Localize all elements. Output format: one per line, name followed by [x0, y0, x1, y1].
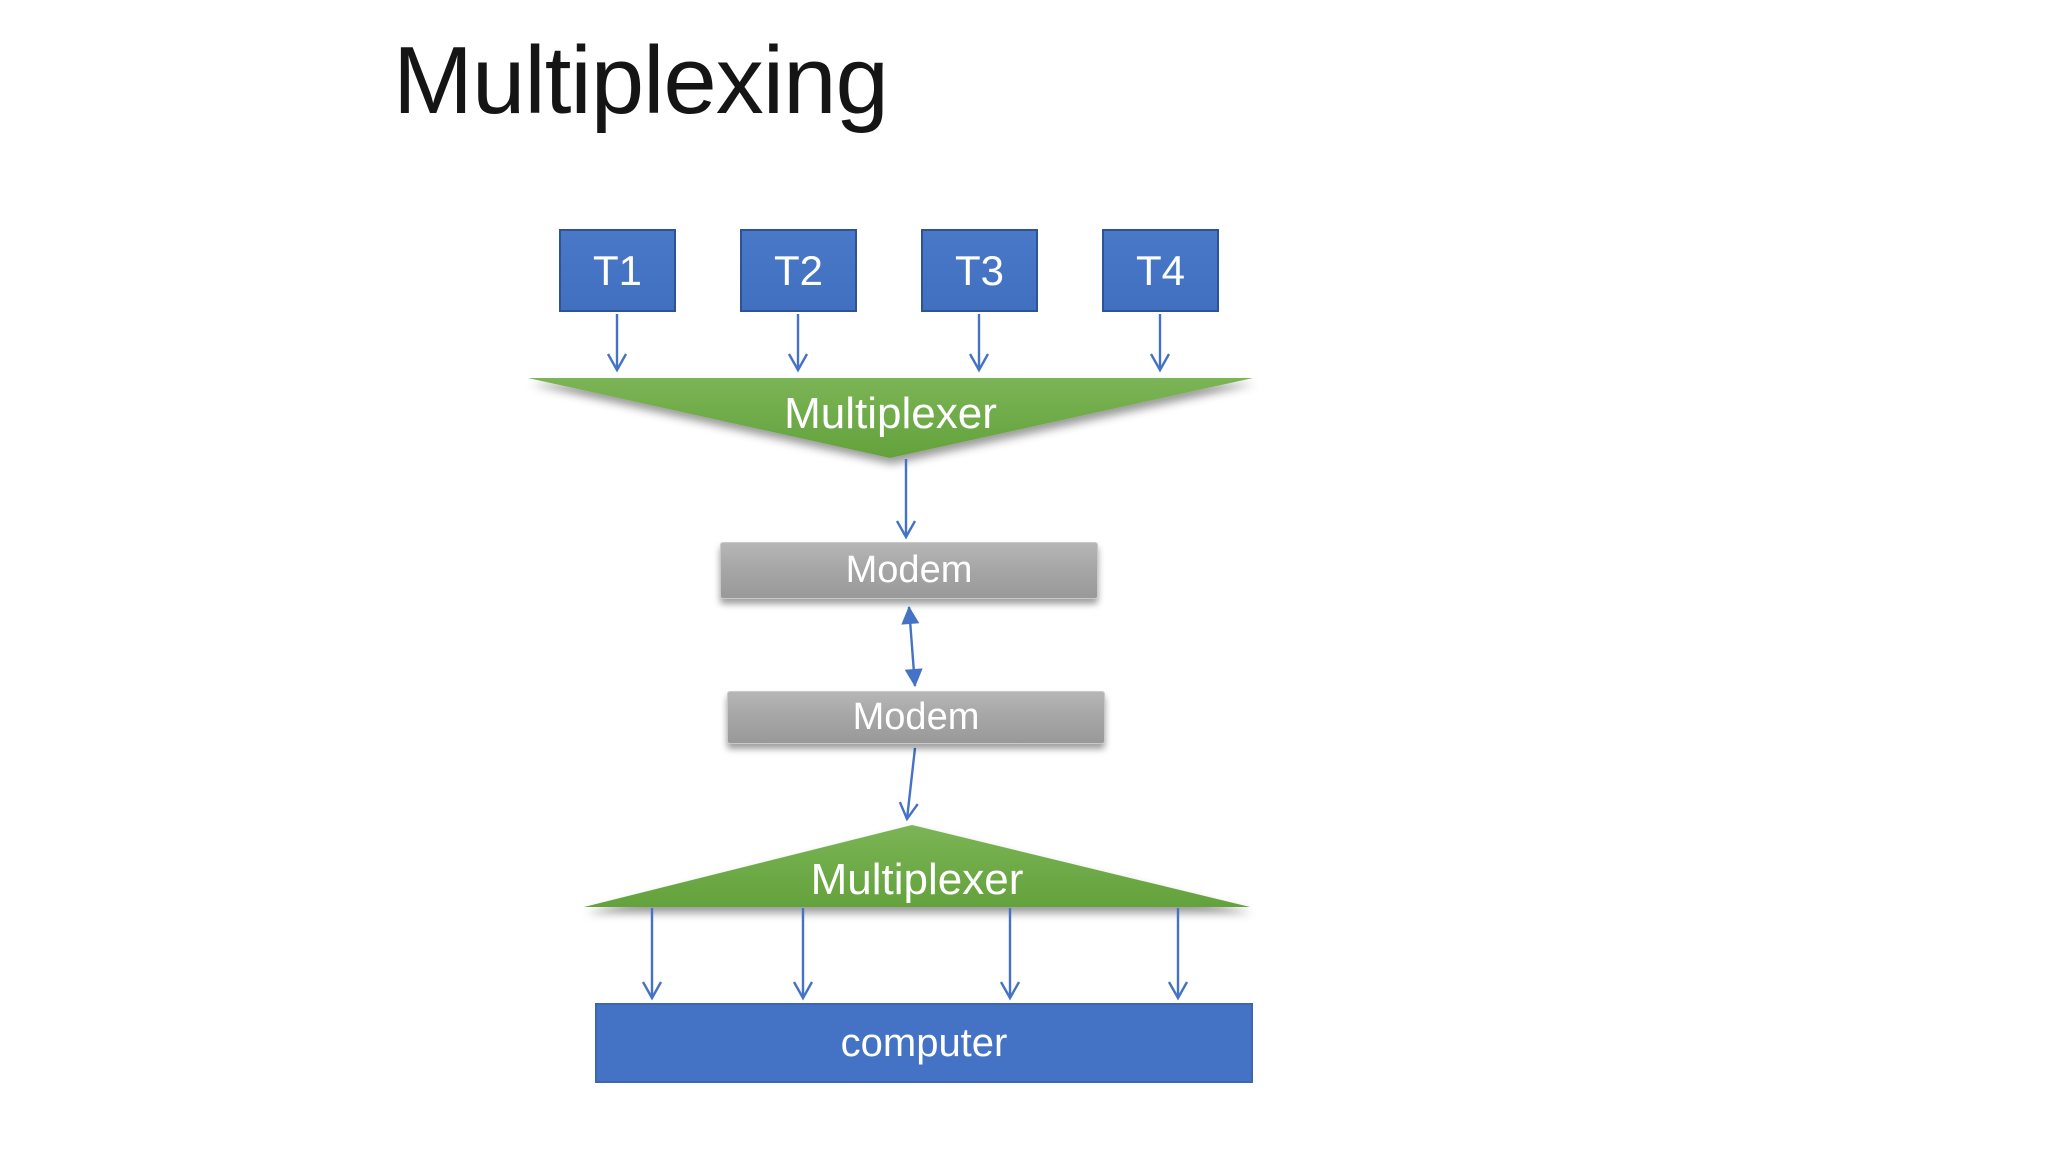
terminal-label-t1: T1 — [592, 246, 642, 294]
terminal-box-t4: T4 — [1102, 229, 1219, 312]
modem-top-label: Modem — [845, 549, 973, 591]
terminal-label-t4: T4 — [1135, 246, 1185, 294]
modem-bottom-label: Modem — [852, 696, 980, 738]
terminal-label-t2: T2 — [773, 246, 823, 294]
arrow-modem-bottom-to-multiplexer-bottom — [898, 747, 919, 822]
terminal-label-t3: T3 — [954, 246, 1004, 294]
modem-top-box: Modem — [720, 542, 1098, 599]
computer-label: computer — [840, 1020, 1008, 1065]
multiplexer-bottom-shape — [584, 825, 1250, 907]
modem-bottom-box: Modem — [727, 691, 1105, 744]
multiplexer-top-shape — [528, 378, 1253, 458]
arrow-modem-top-modem-bottom — [901, 606, 923, 687]
slide-title: Multiplexing — [393, 27, 889, 134]
terminal-box-t2: T2 — [740, 229, 857, 312]
terminal-box-t1: T1 — [559, 229, 676, 312]
computer-box: computer — [595, 1003, 1253, 1083]
terminal-box-t3: T3 — [921, 229, 1038, 312]
